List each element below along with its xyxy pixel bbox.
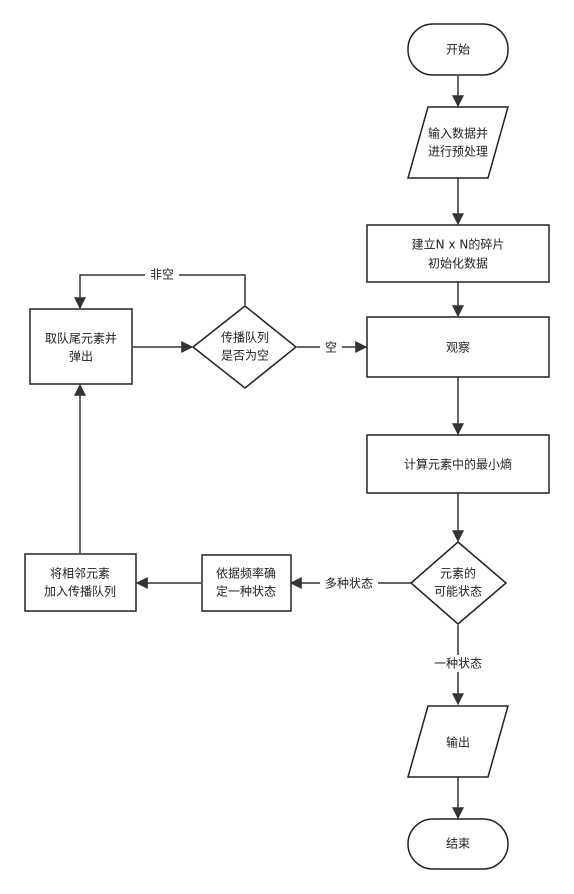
node-input-line2: 进行预处理: [428, 145, 488, 159]
node-addqueue-line1: 将相邻元素: [50, 567, 110, 581]
node-start-label: 开始: [446, 43, 470, 57]
node-determine-line2: 定一种状态: [216, 584, 276, 599]
node-end: 结束: [407, 818, 509, 870]
node-end-label: 结束: [446, 837, 470, 851]
node-output: 输出: [407, 705, 509, 778]
node-addqueue: 将相邻元素 加入传播队列: [24, 553, 137, 612]
edge-label-not-empty: 非空: [150, 268, 174, 282]
node-build-line2: 初始化数据: [428, 256, 488, 271]
node-pop-line2: 弹出: [69, 350, 93, 364]
edge-label-empty: 空: [325, 341, 337, 355]
node-pop: 取队尾元素并 弹出: [29, 308, 133, 385]
node-input: 输入数据并 进行预处理: [407, 106, 509, 179]
node-observe-label: 观察: [446, 341, 470, 355]
node-input-line1: 输入数据并: [428, 126, 488, 141]
node-output-label: 输出: [446, 735, 470, 750]
node-queue-empty: 传播队列 是否为空: [191, 305, 298, 389]
node-determine: 依据频率确 定一种状态: [201, 554, 292, 612]
node-queue-empty-line1: 传播队列: [221, 330, 269, 345]
edge-labels: 非空 空 多种状态 一种状态: [145, 266, 488, 672]
node-determine-line1: 依据频率确: [216, 566, 276, 581]
node-states: 元素的 可能状态: [409, 541, 508, 625]
node-build: 建立N x N的碎片 初始化数据: [366, 224, 550, 283]
node-addqueue-line2: 加入传播队列: [44, 584, 116, 599]
node-states-line1: 元素的: [440, 566, 476, 581]
node-start: 开始: [407, 23, 509, 76]
node-build-line1: 建立N x N的碎片: [412, 237, 505, 252]
edge-label-multi-state: 多种状态: [325, 577, 373, 591]
node-observe: 观察: [366, 316, 550, 378]
node-pop-line1: 取队尾元素并: [45, 331, 117, 346]
node-entropy: 计算元素中的最小熵: [366, 434, 550, 494]
node-entropy-label: 计算元素中的最小熵: [404, 457, 512, 472]
node-queue-empty-line2: 是否为空: [221, 349, 269, 363]
edge-label-one-state: 一种状态: [434, 657, 482, 671]
node-states-line2: 可能状态: [434, 585, 482, 599]
